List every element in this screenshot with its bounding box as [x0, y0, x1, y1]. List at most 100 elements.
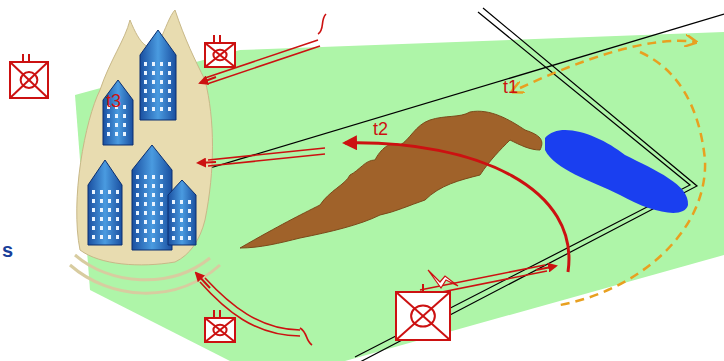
- window: [160, 202, 163, 206]
- window: [108, 226, 111, 230]
- window: [160, 80, 163, 84]
- window: [168, 71, 171, 75]
- window: [160, 98, 163, 102]
- window: [108, 190, 111, 194]
- unit-stem: [213, 310, 215, 318]
- window: [152, 175, 155, 179]
- window: [144, 238, 147, 242]
- window: [123, 132, 126, 136]
- window: [152, 107, 155, 111]
- unit-cross: [205, 318, 235, 342]
- unit-symbols: [10, 35, 450, 342]
- window: [144, 107, 147, 111]
- window: [116, 217, 119, 221]
- window: [168, 89, 171, 93]
- window: [116, 226, 119, 230]
- window: [123, 123, 126, 127]
- window: [188, 218, 191, 222]
- window: [172, 200, 175, 204]
- unit-cross: [396, 292, 450, 340]
- window: [160, 211, 163, 215]
- window: [107, 123, 110, 127]
- window: [168, 107, 171, 111]
- window: [115, 114, 118, 118]
- unit-stem: [219, 310, 221, 318]
- window: [172, 227, 175, 231]
- window: [136, 184, 139, 188]
- unit-box: [205, 318, 235, 342]
- window: [144, 184, 147, 188]
- window: [92, 199, 95, 203]
- window: [100, 217, 103, 221]
- window: [152, 202, 155, 206]
- unit-circle: [21, 72, 38, 88]
- window: [152, 238, 155, 242]
- window: [136, 229, 139, 233]
- window: [152, 193, 155, 197]
- window: [160, 229, 163, 233]
- unit-box: [10, 62, 48, 98]
- unit-stem: [219, 35, 221, 43]
- unit-stem: [422, 284, 424, 292]
- unit-box: [396, 292, 450, 340]
- lightning: [428, 270, 458, 288]
- window: [136, 193, 139, 197]
- window: [188, 209, 191, 213]
- window: [152, 211, 155, 215]
- window: [188, 227, 191, 231]
- window: [100, 226, 103, 230]
- window: [172, 236, 175, 240]
- unit-cross: [205, 43, 235, 67]
- attack-arrow: [200, 40, 547, 336]
- window: [180, 218, 183, 222]
- window: [144, 193, 147, 197]
- window: [123, 105, 126, 109]
- window: [92, 208, 95, 212]
- unit-cross: [205, 43, 235, 67]
- window: [180, 236, 183, 240]
- window: [144, 211, 147, 215]
- window: [100, 235, 103, 239]
- window: [92, 217, 95, 221]
- window: [168, 62, 171, 66]
- window: [92, 190, 95, 194]
- window: [152, 98, 155, 102]
- time-label: t3: [106, 92, 121, 110]
- window: [152, 229, 155, 233]
- window: [152, 184, 155, 188]
- window: [144, 62, 147, 66]
- window: [160, 184, 163, 188]
- window: [152, 62, 155, 66]
- window: [116, 190, 119, 194]
- window: [180, 200, 183, 204]
- window: [160, 220, 163, 224]
- unit-stem: [213, 35, 215, 43]
- window: [160, 71, 163, 75]
- window: [116, 235, 119, 239]
- window: [152, 80, 155, 84]
- window: [160, 238, 163, 242]
- window: [136, 220, 139, 224]
- unit-cross: [10, 62, 48, 98]
- window: [160, 107, 163, 111]
- windows: [92, 62, 191, 242]
- lake: [545, 130, 688, 213]
- window: [123, 114, 126, 118]
- window: [168, 80, 171, 84]
- window: [136, 175, 139, 179]
- arrow-tail: [318, 14, 326, 34]
- window: [172, 209, 175, 213]
- unit-circle: [411, 305, 435, 326]
- window: [160, 62, 163, 66]
- arrow-tail: [300, 328, 312, 345]
- window: [152, 71, 155, 75]
- maneuver-arrow: [345, 143, 569, 272]
- unit-stem: [28, 54, 30, 62]
- window: [108, 217, 111, 221]
- window: [188, 200, 191, 204]
- time-label: t1: [503, 78, 518, 96]
- window: [100, 199, 103, 203]
- window: [144, 220, 147, 224]
- window: [136, 238, 139, 242]
